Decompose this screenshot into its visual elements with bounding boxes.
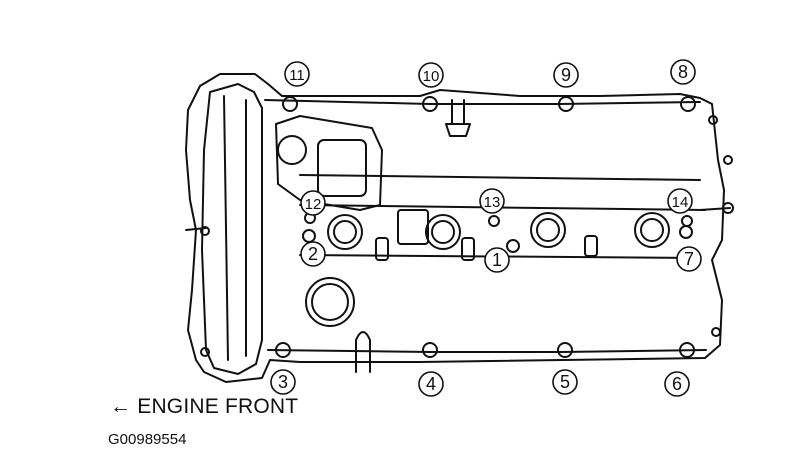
plug-hole-3 — [530, 212, 566, 248]
upper-rib — [299, 174, 701, 181]
callout-number: 3 — [278, 372, 288, 392]
callout-number: 12 — [305, 196, 322, 213]
bolt-head-6 — [679, 342, 695, 358]
bolt-callout-13: 13 — [479, 188, 505, 214]
cover-outline — [185, 73, 725, 383]
callout-circle — [484, 247, 510, 273]
callout-number: 6 — [672, 374, 682, 394]
bolt-head-1 — [506, 239, 520, 253]
bolt-callout-11: 11 — [284, 61, 310, 87]
callout-number: 8 — [678, 62, 688, 82]
bolt-callout-7: 7 — [676, 246, 702, 272]
engine-front-label: ← ENGINE FRONT — [110, 395, 299, 418]
plug-hole-4 — [634, 212, 670, 248]
callout-number: 10 — [423, 68, 440, 85]
bolt-callout-12: 12 — [300, 190, 326, 216]
callout-circle — [552, 369, 578, 395]
bolt-callout-14: 14 — [667, 188, 693, 214]
callout-number: 4 — [426, 374, 436, 394]
callout-number: 11 — [289, 67, 305, 84]
front-end-housing — [201, 83, 263, 375]
bolt-head-5 — [557, 342, 573, 358]
bolt-head-7 — [679, 225, 693, 239]
callout-circle — [300, 190, 326, 216]
callout-number: 9 — [561, 65, 571, 85]
callout-circle — [418, 62, 444, 88]
bolt-head-14 — [681, 215, 693, 227]
callout-number: 5 — [560, 372, 570, 392]
bolt-callout-9: 9 — [553, 62, 579, 88]
callout-number: 14 — [672, 194, 689, 211]
bolt-callout-10: 10 — [418, 62, 444, 88]
callout-circle — [418, 371, 444, 397]
callout-number: 1 — [492, 250, 502, 270]
bolt-head-2 — [302, 229, 316, 243]
bolt-head-3 — [275, 342, 291, 358]
bolt-callout-6: 6 — [664, 371, 690, 397]
callout-circle — [670, 59, 696, 85]
bolt-callout-3: 3 — [270, 369, 296, 395]
bolt-callout-4: 4 — [418, 371, 444, 397]
callout-circle — [664, 371, 690, 397]
breather-nipple — [355, 331, 371, 373]
bolt-callout-2: 2 — [300, 241, 326, 267]
upper-flange — [264, 99, 701, 105]
bolt-head-9 — [558, 96, 574, 112]
callout-circle — [479, 188, 505, 214]
callout-circle — [300, 241, 326, 267]
callout-number: 2 — [308, 244, 318, 264]
callout-circle — [284, 61, 310, 87]
bolt-head-8 — [680, 96, 696, 112]
callout-number: 13 — [484, 194, 501, 211]
bolt-head-10 — [422, 96, 438, 112]
bolt-callout-8: 8 — [670, 59, 696, 85]
bolt-head-11 — [282, 96, 298, 112]
callout-circle — [676, 246, 702, 272]
bolt-head-4 — [422, 342, 438, 358]
callout-circle — [553, 62, 579, 88]
callout-circle — [667, 188, 693, 214]
plug-hole-1 — [327, 214, 363, 250]
oil-filler-cap — [305, 277, 355, 327]
lower-flange — [267, 349, 707, 353]
bolt-callout-1: 1 — [484, 247, 510, 273]
bolt-callout-5: 5 — [552, 369, 578, 395]
pcv-nipple — [445, 99, 471, 137]
bolt-head-13 — [488, 215, 500, 227]
baffle-plate — [275, 115, 383, 211]
callout-circle — [270, 369, 296, 395]
plug-hole-2 — [425, 214, 461, 250]
callout-number: 7 — [684, 249, 694, 269]
figure-code: G00989554 — [108, 431, 187, 448]
